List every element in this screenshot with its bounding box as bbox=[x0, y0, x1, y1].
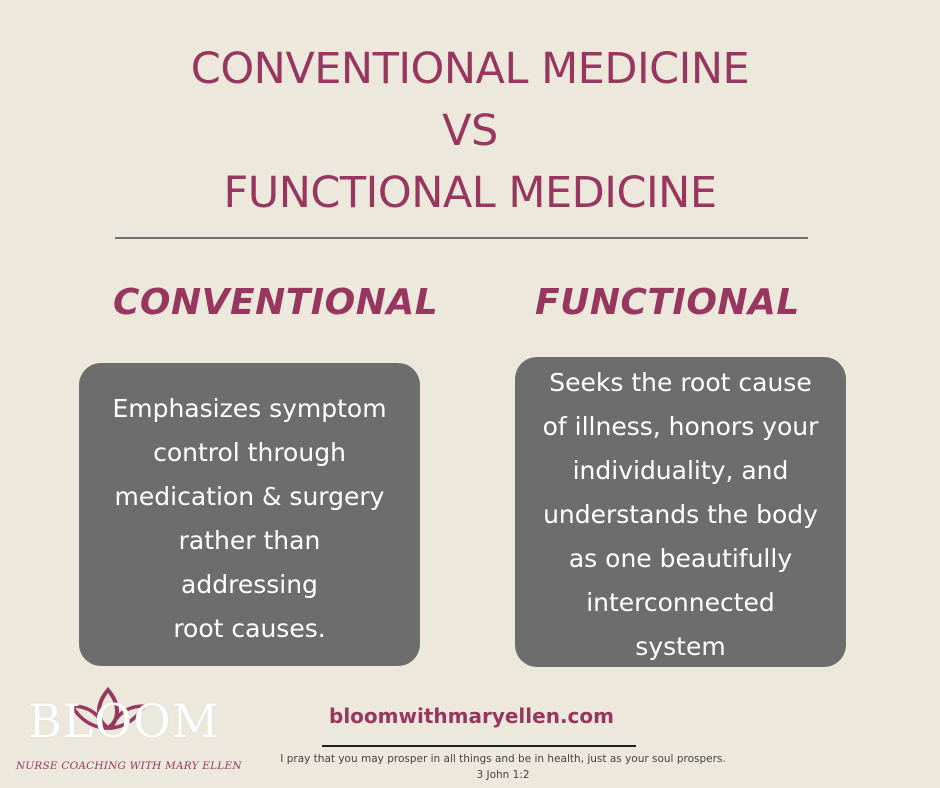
conventional-text-line: root causes. bbox=[173, 614, 326, 643]
conventional-text-line: addressing bbox=[181, 570, 318, 599]
verse-reference: 3 John 1:2 bbox=[476, 769, 530, 781]
logo-tagline: NURSE COACHING WITH MARY ELLEN bbox=[16, 760, 242, 772]
functional-text-line: individuality, and bbox=[572, 456, 789, 485]
functional-text-line: as one beautifully bbox=[568, 544, 793, 573]
title-line-3: FUNCTIONAL MEDICINE bbox=[223, 168, 718, 218]
functional-text-line: system bbox=[635, 632, 726, 661]
functional-text-line: interconnected bbox=[586, 588, 775, 617]
functional-text-line: of illness, honors your bbox=[542, 412, 819, 441]
title-divider bbox=[115, 237, 808, 239]
website-underline bbox=[322, 745, 636, 747]
page-title: CONVENTIONAL MEDICINE VS FUNCTIONAL MEDI… bbox=[0, 38, 940, 224]
conventional-text-line: control through bbox=[153, 438, 346, 467]
functional-text-line: Seeks the root cause bbox=[549, 368, 812, 397]
functional-text-line: understands the body bbox=[543, 500, 818, 529]
logo-wordmark: BLOOM bbox=[28, 694, 220, 748]
lotus-flower-icon bbox=[68, 686, 148, 731]
functional-heading: FUNCTIONAL bbox=[535, 282, 800, 323]
title-line-1: CONVENTIONAL MEDICINE bbox=[190, 44, 750, 94]
bloom-logo: BLOOM NURSE COACHING WITH MARY ELLEN bbox=[12, 686, 242, 778]
conventional-text-line: rather than bbox=[178, 526, 321, 555]
verse-text: I pray that you may prosper in all thing… bbox=[280, 753, 726, 765]
conventional-heading: CONVENTIONAL bbox=[113, 282, 439, 323]
title-line-2: VS bbox=[442, 106, 498, 156]
website-link[interactable]: bloomwithmaryellen.com bbox=[329, 704, 614, 728]
scripture-verse: I pray that you may prosper in all thing… bbox=[265, 751, 741, 783]
conventional-card: Emphasizes symptom control through medic… bbox=[79, 363, 420, 666]
functional-card: Seeks the root cause of illness, honors … bbox=[515, 357, 846, 667]
conventional-text-line: Emphasizes symptom bbox=[112, 394, 387, 423]
conventional-text-line: medication & surgery bbox=[114, 482, 385, 511]
